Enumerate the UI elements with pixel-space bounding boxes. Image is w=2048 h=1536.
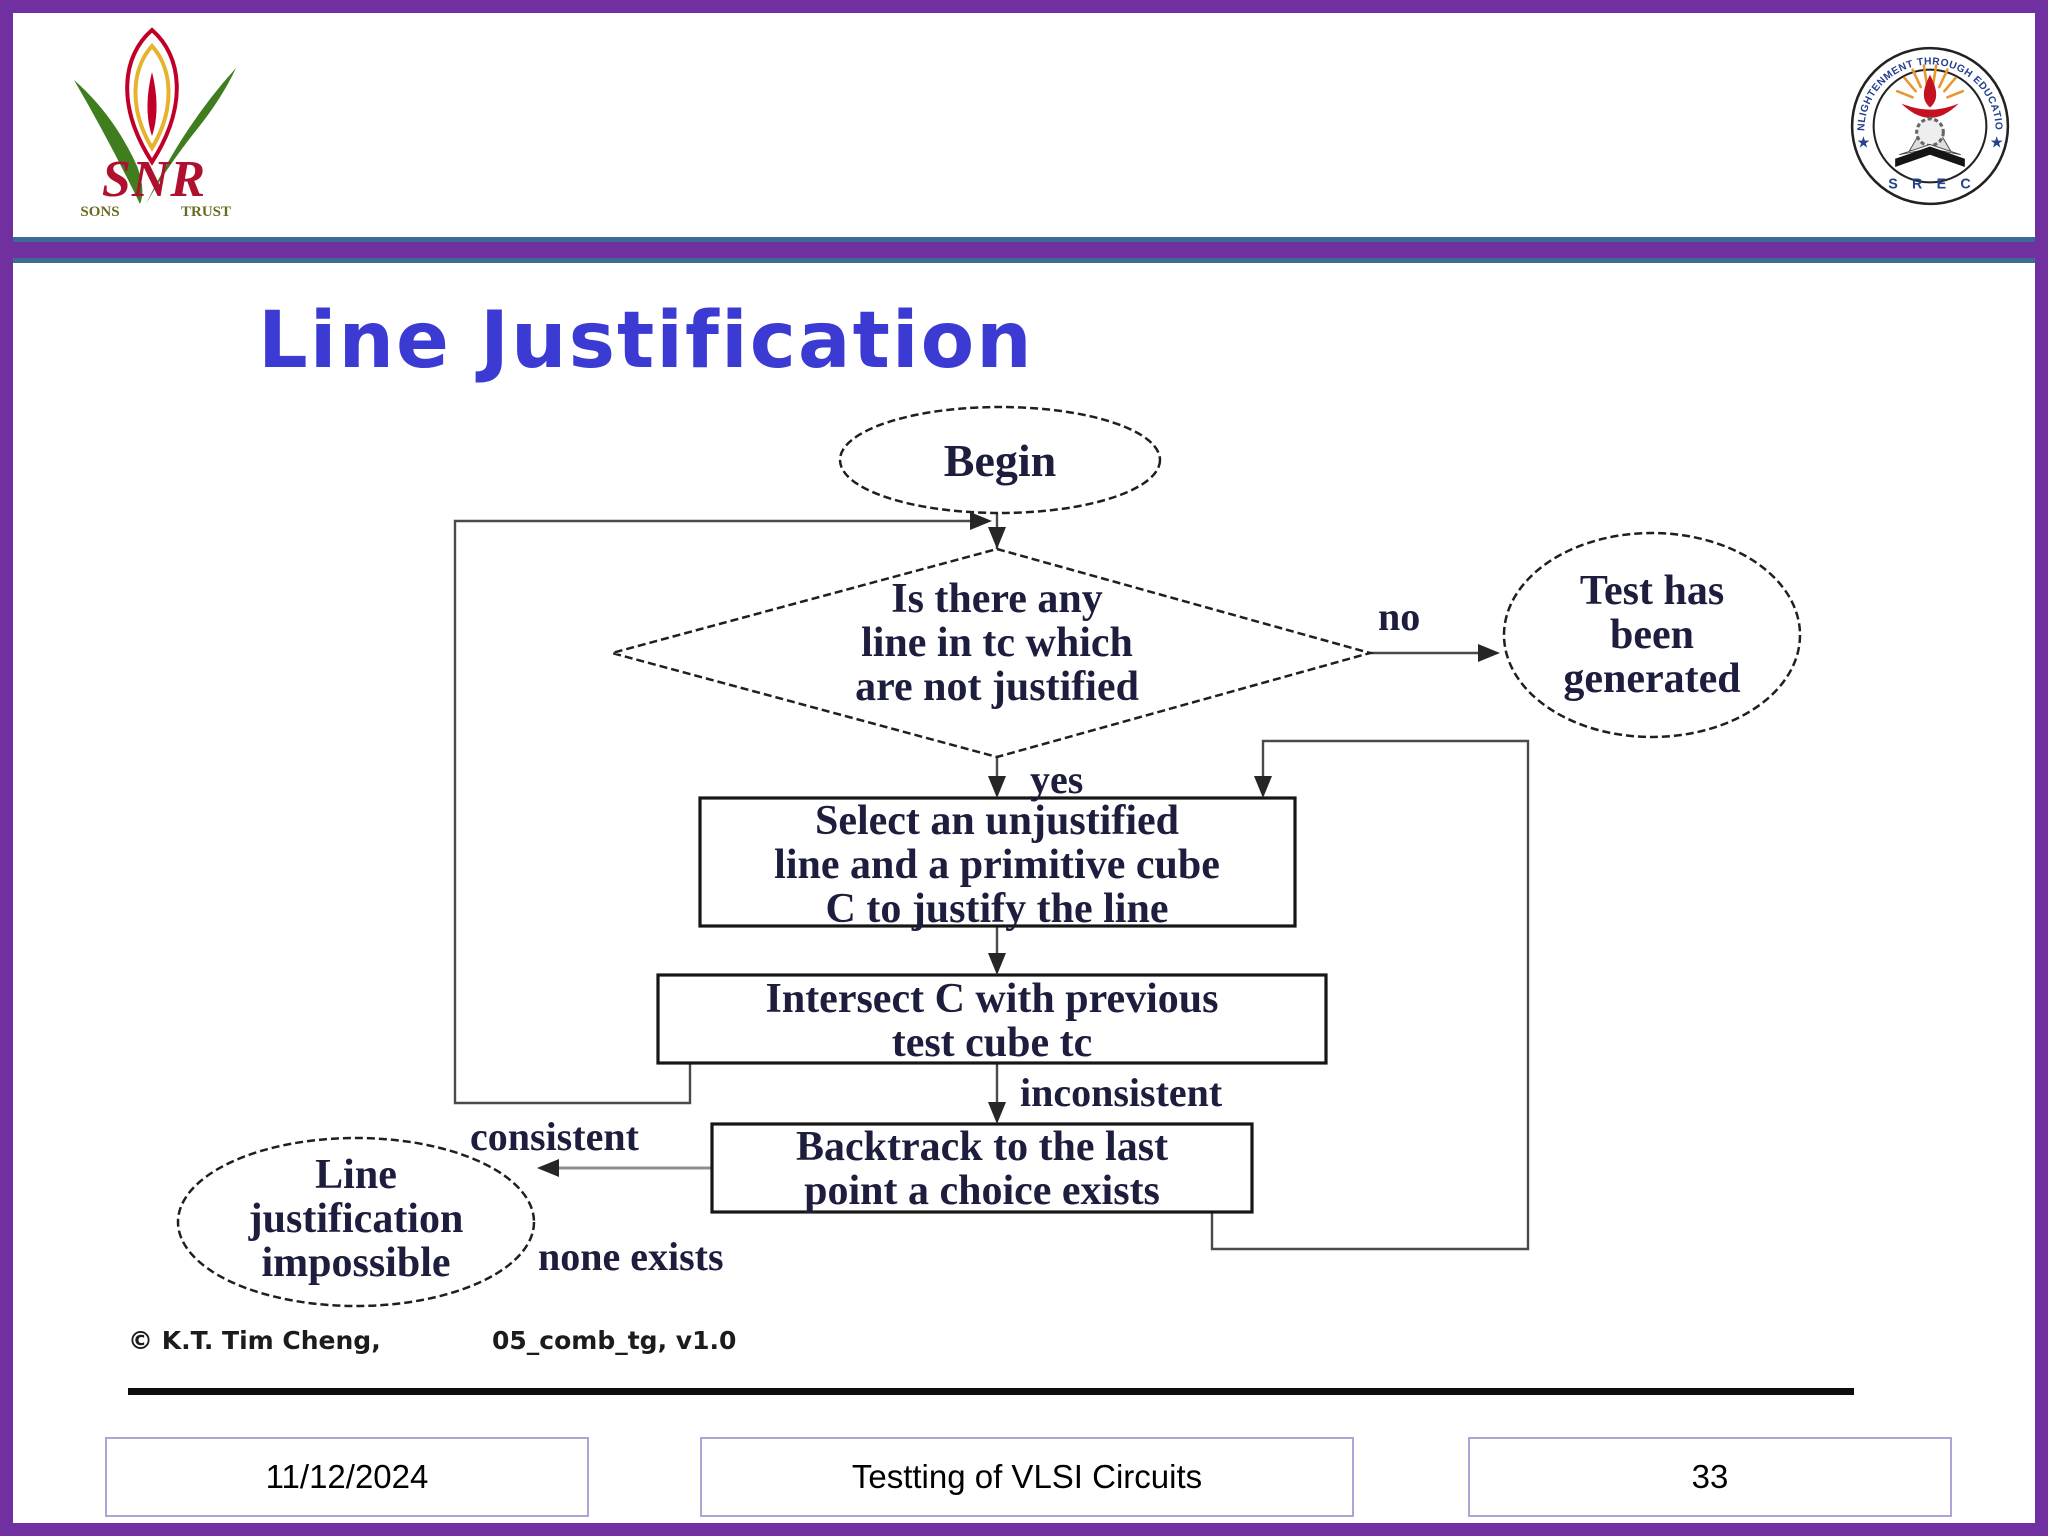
snr-trust-logo: SNR SONS TRUST — [74, 27, 236, 220]
impossible-line: Line — [315, 1152, 397, 1198]
date-cell: 11/12/2024 — [105, 1437, 589, 1517]
header-divider — [13, 237, 2035, 263]
arrowhead-test-generated — [1478, 644, 1500, 662]
snr-leaf-left — [74, 80, 143, 204]
page-number-cell: 33 — [1468, 1437, 1952, 1517]
select-line: C to justify the line — [826, 886, 1169, 932]
arrowhead-loop-select — [1254, 776, 1272, 798]
inconsistent-label: inconsistent — [1020, 1070, 1223, 1115]
decision-line: are not justified — [855, 664, 1139, 710]
connector-backtrack-loop — [1210, 739, 1530, 1251]
arrowhead-decision — [988, 527, 1006, 549]
no-label: no — [1378, 594, 1420, 639]
arrowhead-backtrack — [988, 1102, 1006, 1124]
snr-sons-label: SONS — [80, 204, 119, 220]
srec-logo: ENLIGHTENMENT THROUGH EDUCATION ★ ★ S R … — [1848, 44, 2010, 206]
srec-rays — [1895, 64, 1965, 99]
backtrack-line: point a choice exists — [804, 1168, 1160, 1214]
course-cell: Testting of VLSI Circuits — [700, 1437, 1354, 1517]
select-box — [698, 796, 1297, 928]
backtrack-line: Backtrack to the last — [796, 1124, 1168, 1170]
consistent-label: consistent — [470, 1114, 640, 1159]
begin-ellipse — [838, 405, 1162, 515]
decision-diamond — [607, 547, 1375, 759]
connector-consistent-loop — [453, 519, 972, 1105]
srec-book-icon — [1895, 146, 1965, 167]
srec-lamp-icon — [1901, 103, 1959, 118]
arrowhead-impossible — [537, 1159, 559, 1177]
footer-credit: © K.T. Tim Cheng, — [128, 1326, 381, 1355]
snr-name: SNR — [102, 151, 206, 208]
select-line: Select an unjustified — [815, 798, 1179, 844]
select-line: line and a primitive cube — [774, 842, 1220, 888]
footer-file-version: 05_comb_tg, v1.0 — [492, 1326, 737, 1355]
snr-leaf-right — [146, 68, 236, 204]
impossible-line: impossible — [261, 1240, 450, 1286]
impossible-ellipse — [176, 1136, 536, 1308]
arrowhead-intersect — [988, 953, 1006, 975]
decision-line: line in tc which — [861, 620, 1133, 666]
srec-flame-icon — [1923, 74, 1937, 108]
arrowhead-select — [988, 776, 1006, 798]
course-text: Testting of VLSI Circuits — [851, 1458, 1203, 1495]
snr-flame — [147, 72, 157, 136]
begin-label: Begin — [944, 435, 1056, 486]
backtrack-box — [710, 1122, 1254, 1214]
date-text: 11/12/2024 — [265, 1458, 429, 1495]
test-generated-line: Test has — [1580, 568, 1724, 614]
snr-petal-inner — [133, 43, 171, 152]
intersect-box — [656, 973, 1328, 1065]
page-title: Line Justification — [258, 296, 1034, 386]
impossible-line: justification — [248, 1196, 464, 1242]
test-generated-line: been — [1610, 612, 1694, 658]
yes-label: yes — [1030, 757, 1083, 802]
srec-abbr: S R E C — [1888, 177, 1976, 193]
none-exists-label: none exists — [538, 1234, 724, 1279]
decision-line: Is there any — [891, 576, 1103, 622]
star-icon: ★ — [1856, 135, 1870, 152]
intersect-line: test cube tc — [892, 1020, 1093, 1066]
star-icon: ★ — [1990, 135, 2004, 152]
test-generated-line: generated — [1563, 656, 1740, 702]
footer-rule — [128, 1388, 1854, 1395]
arrowhead-into-spine — [970, 512, 992, 530]
test-generated-ellipse — [1502, 531, 1802, 739]
snr-trust-label: TRUST — [181, 204, 231, 220]
page-number-text: 33 — [1691, 1458, 1729, 1495]
intersect-line: Intersect C with previous — [765, 976, 1218, 1022]
